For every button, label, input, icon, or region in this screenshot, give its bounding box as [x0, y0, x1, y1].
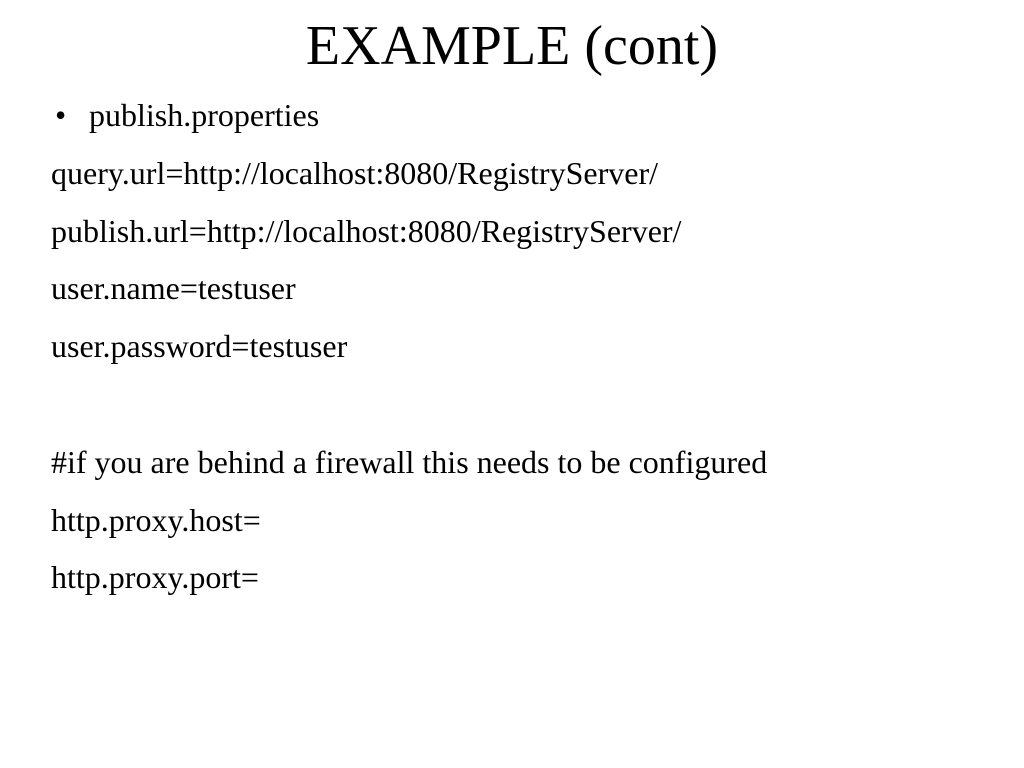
bullet-text: publish.properties: [89, 97, 320, 133]
config-line-publish-url: publish.url=http://localhost:8080/Regist…: [51, 212, 682, 249]
config-line-user-name: user.name=testuser: [51, 270, 296, 307]
config-line-query-url: query.url=http://localhost:8080/Registry…: [51, 154, 658, 191]
slide-body: • publish.properties query.url=http://lo…: [51, 93, 1001, 613]
config-line-proxy-host: http.proxy.host=: [51, 501, 261, 538]
config-line-user-password: user.password=testuser: [51, 328, 348, 365]
config-line-proxy-port: http.proxy.port=: [51, 559, 259, 596]
bullet-marker: •: [55, 97, 67, 133]
config-comment-firewall: #if you are behind a firewall this needs…: [51, 443, 768, 480]
slide-title: EXAMPLE (cont): [305, 15, 719, 77]
bullet-item: • publish.properties: [51, 93, 1001, 151]
blank-line: [51, 382, 1001, 440]
